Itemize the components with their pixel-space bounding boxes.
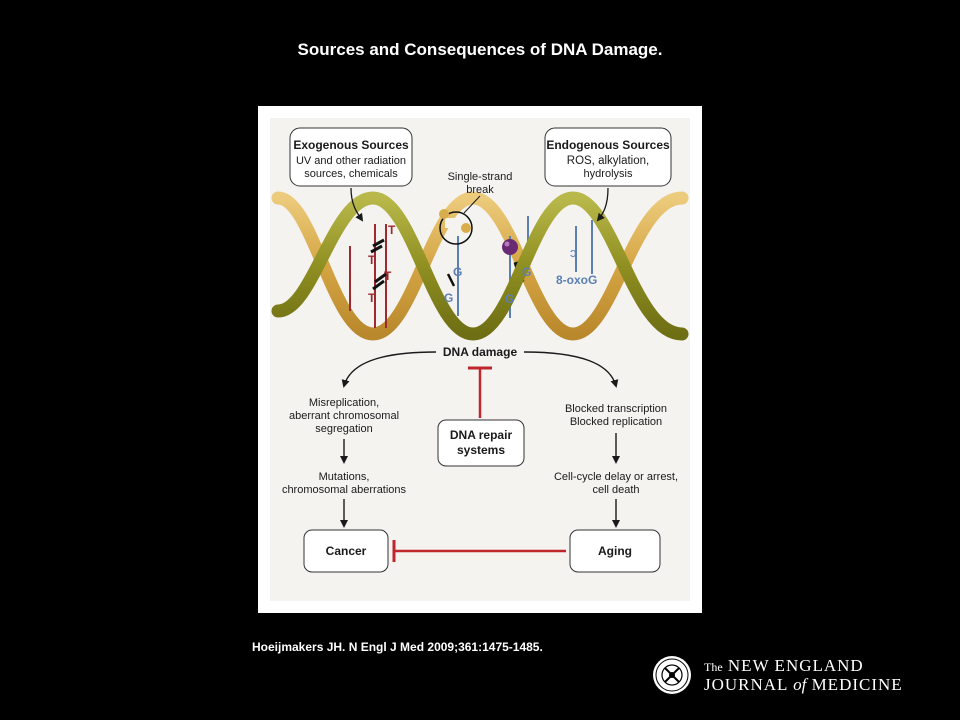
right1-line2: Blocked replication xyxy=(570,416,662,428)
dna-damage-diagram: T T T T G G G G 8-oxoG ↄ Exogenous Sourc… xyxy=(270,118,690,601)
endogenous-line2: hydrolysis xyxy=(584,168,633,180)
exogenous-sources-box xyxy=(289,127,413,187)
repair-line1: DNA repair xyxy=(450,428,513,442)
base-t-4: T xyxy=(368,291,376,305)
left2-line1: Mutations, xyxy=(319,471,370,483)
base-t-2: T xyxy=(368,253,376,267)
adduct-highlight xyxy=(504,241,510,247)
journal-name-line1: The NEW ENGLAND xyxy=(704,656,864,676)
dna-strand-gold xyxy=(271,191,689,341)
exogenous-title: Exogenous Sources xyxy=(293,138,409,152)
journal-the: The xyxy=(704,660,723,674)
exogenous-arrow xyxy=(350,187,364,222)
adduct-icon xyxy=(502,239,518,255)
journal-seal-icon xyxy=(653,656,691,694)
dna-strand-olive xyxy=(271,191,689,341)
left1-line1: Misreplication, xyxy=(309,397,379,409)
cancer-box xyxy=(303,529,389,573)
left1-line3: segregation xyxy=(315,423,373,435)
dna-damage-label: DNA damage xyxy=(443,345,518,359)
oxog-symbol-icon: ↄ xyxy=(570,245,577,260)
oxog-label: 8-oxoG xyxy=(556,273,597,287)
repair-line2: systems xyxy=(457,443,505,457)
journal-journal: JOURNAL xyxy=(704,675,788,694)
journal-medicine: MEDICINE xyxy=(811,675,903,694)
base-g-1: G xyxy=(453,265,462,279)
exogenous-line1: UV and other radiation xyxy=(296,155,406,167)
arrow-to-blocked xyxy=(523,351,619,388)
base-g-4: G xyxy=(505,292,514,306)
right1-line1: Blocked transcription xyxy=(565,403,667,415)
left2-line2: chromosomal aberrations xyxy=(282,484,407,496)
thymine-dimer-bond-2 xyxy=(370,244,383,254)
endogenous-title: Endogenous Sources xyxy=(546,138,670,152)
dna-damage-figure: T T T T G G G G 8-oxoG ↄ Exogenous Sourc… xyxy=(258,106,702,613)
thymine-dimer-bond-3 xyxy=(374,272,387,284)
journal-new-england: NEW ENGLAND xyxy=(727,656,864,675)
left1-line2: aberrant chromosomal xyxy=(289,410,399,422)
right2-line2: cell death xyxy=(592,484,639,496)
base-g-2: G xyxy=(444,291,453,305)
break-gap xyxy=(445,218,467,228)
citation: Hoeijmakers JH. N Engl J Med 2009;361:14… xyxy=(252,640,543,654)
aging-box xyxy=(569,529,661,573)
exogenous-line2: sources, chemicals xyxy=(304,168,398,180)
slide-title: Sources and Consequences of DNA Damage. xyxy=(297,40,663,59)
journal-name-line2: JOURNAL of MEDICINE xyxy=(704,675,903,695)
ssb-pointer xyxy=(463,195,481,214)
endogenous-arrow xyxy=(596,187,609,222)
arrow-to-misreplication xyxy=(341,351,437,388)
aging-label: Aging xyxy=(598,544,632,558)
thymine-dimer-bond-4 xyxy=(372,279,385,291)
break-end-right xyxy=(461,223,471,233)
thymine-dimer-bond-1 xyxy=(372,238,385,248)
base-t-1: T xyxy=(388,223,396,237)
single-strand-break-circle xyxy=(439,211,473,245)
ssb-label-line1: Single-strand xyxy=(448,171,513,183)
guanine-bond xyxy=(446,273,456,287)
ssb-label-line2: break xyxy=(466,184,494,196)
break-end-left xyxy=(439,209,449,219)
cancer-label: Cancer xyxy=(326,544,367,558)
base-t-3: T xyxy=(384,269,392,283)
endogenous-sources-box xyxy=(544,127,672,187)
right2-line1: Cell-cycle delay or arrest, xyxy=(554,471,678,483)
journal-logo: The NEW ENGLAND JOURNAL of MEDICINE xyxy=(652,655,922,699)
base-g-3: G xyxy=(522,265,531,279)
dna-repair-box xyxy=(437,419,525,467)
journal-of: of xyxy=(793,675,807,694)
endogenous-line1: ROS, alkylation, xyxy=(567,155,649,167)
